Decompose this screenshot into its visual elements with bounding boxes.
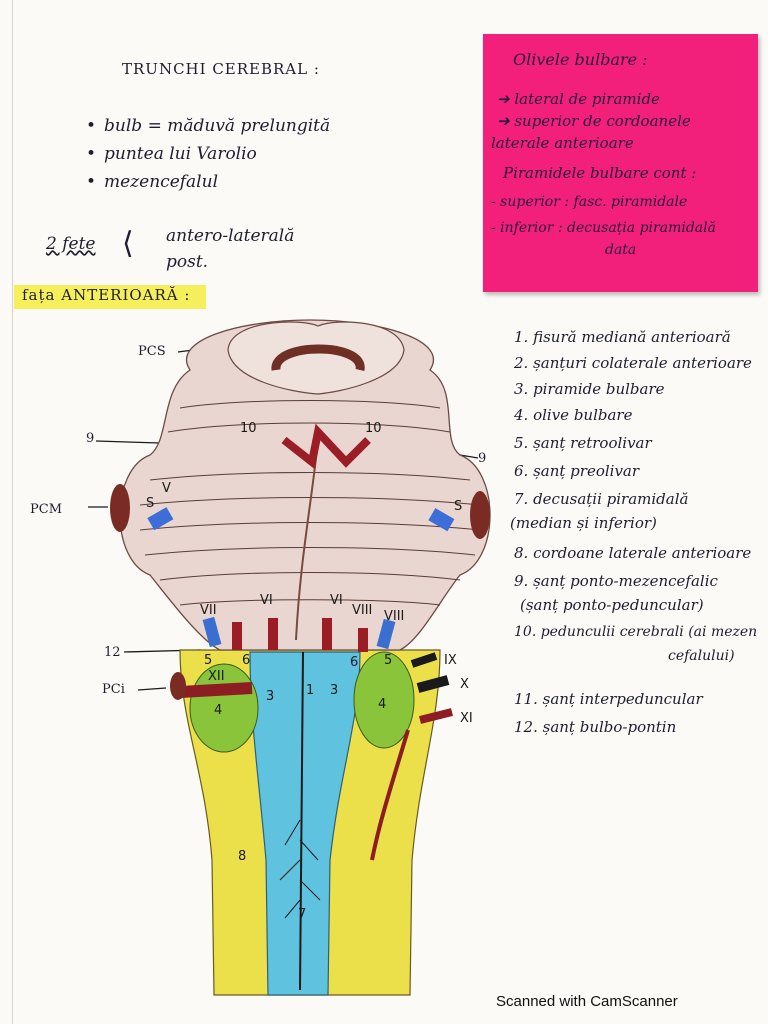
label-pcm: PCM — [30, 502, 63, 517]
trigeminal-left — [147, 507, 174, 531]
svg-text:10: 10 — [240, 421, 257, 436]
svg-text:S: S — [454, 499, 462, 514]
label-nine-left: 9 — [86, 431, 95, 446]
fete-line: antero-laterală — [166, 226, 295, 246]
svg-text:VI: VI — [330, 593, 343, 608]
svg-text:XI: XI — [460, 711, 473, 726]
nerve-roots — [179, 616, 453, 861]
heading-highlight — [14, 285, 206, 309]
svg-text:XII: XII — [208, 669, 225, 684]
fete-label: 2 fete — [46, 234, 96, 254]
sticky-line: - superior : fasc. piramidale — [491, 194, 688, 210]
decussation-lines — [279, 819, 321, 919]
svg-text:6: 6 — [242, 653, 250, 668]
brace-icon: ⟨ — [122, 226, 134, 261]
svg-text:X: X — [460, 677, 469, 692]
legend-item: cefalului) — [668, 648, 735, 664]
svg-text:5: 5 — [204, 653, 212, 668]
svg-text:10: 10 — [365, 421, 382, 436]
bullet-item: bulb = măduvă prelungită — [86, 116, 330, 136]
sticky-line: data — [605, 242, 637, 258]
cerebral-peduncles — [281, 423, 371, 470]
svg-text:7: 7 — [298, 907, 306, 922]
legend-item: 3. piramide bulbare — [514, 380, 665, 398]
label-pci: PCi — [102, 682, 125, 697]
label-pcs: PCS — [138, 344, 166, 359]
pcm-left-stump — [110, 484, 130, 532]
legend-item: 1. fisură mediană anterioară — [514, 328, 731, 346]
sticky-line: ➔ superior de cordoanele — [497, 112, 691, 130]
svg-text:VII: VII — [200, 603, 217, 618]
pcm-right-stump — [470, 491, 490, 539]
trigeminal-right — [428, 508, 455, 532]
svg-text:4: 4 — [378, 697, 386, 712]
svg-text:1: 1 — [306, 683, 314, 698]
olive-right — [353, 651, 415, 749]
legend-item: 5. șanț retroolivar — [514, 434, 652, 452]
legend-item: (șanț ponto-peduncular) — [520, 596, 704, 614]
sticky-line: Piramidele bulbare cont : — [503, 164, 697, 182]
sticky-note: Olivele bulbare : ➔ lateral de piramide … — [483, 34, 758, 292]
page-title: TRUNCHI CEREBRAL : — [122, 60, 320, 78]
legend-item: 7. decusații piramidală — [514, 490, 689, 508]
margin-line — [12, 0, 13, 1024]
legend-item: (median și inferior) — [510, 514, 657, 532]
legend-item: 10. pedunculii cerebrali (ai mezen — [514, 624, 758, 640]
svg-text:8: 8 — [238, 849, 246, 864]
legend-item: 12. șanț bulbo-pontin — [514, 718, 677, 736]
sticky-line: - inferior : decusația piramidală — [491, 220, 716, 236]
legend-item: 11. șanț interpeduncular — [514, 690, 703, 708]
camscanner-watermark: Scanned with CamScanner — [496, 993, 678, 1010]
svg-text:4: 4 — [214, 703, 222, 718]
legend-item: 6. șanț preolivar — [514, 462, 640, 480]
bullet-item: puntea lui Varolio — [86, 144, 257, 164]
face-heading: fața ANTERIOARĂ : — [22, 286, 191, 304]
svg-text:VIII: VIII — [352, 603, 372, 618]
bullet-item: mezencefalul — [86, 172, 218, 192]
legend-item: 9. șanț ponto-mezencefalic — [514, 572, 718, 590]
svg-text:5: 5 — [384, 653, 392, 668]
svg-text:3: 3 — [330, 683, 338, 698]
fete-line: post. — [166, 252, 209, 272]
cerebral-aqueduct — [271, 344, 365, 371]
svg-text:S: S — [146, 496, 154, 511]
svg-text:VIII: VIII — [384, 609, 404, 624]
midbrain — [227, 321, 405, 395]
svg-text:3: 3 — [266, 689, 274, 704]
sticky-line: ➔ lateral de piramide — [497, 90, 660, 108]
sticky-line: laterale anterioare — [491, 134, 634, 152]
svg-text:VI: VI — [260, 593, 273, 608]
label-nine-right: 9 — [478, 451, 487, 466]
legend-item: 8. cordoane laterale anterioare — [514, 544, 752, 562]
sticky-heading: Olivele bulbare : — [513, 50, 648, 69]
svg-text:IX: IX — [444, 653, 457, 668]
svg-text:V: V — [162, 481, 171, 496]
legend-item: 4. olive bulbare — [514, 406, 633, 424]
label-twelve: 12 — [104, 645, 121, 660]
anterior-median-fissure — [299, 651, 304, 991]
diagram-labels: 10 10 1 3 3 4 4 5 5 6 6 7 8 S S V VI VI … — [146, 421, 473, 922]
svg-text:6: 6 — [350, 655, 358, 670]
legend-item: 2. șanțuri colaterale anterioare — [514, 354, 752, 372]
pci-stump — [170, 672, 186, 700]
